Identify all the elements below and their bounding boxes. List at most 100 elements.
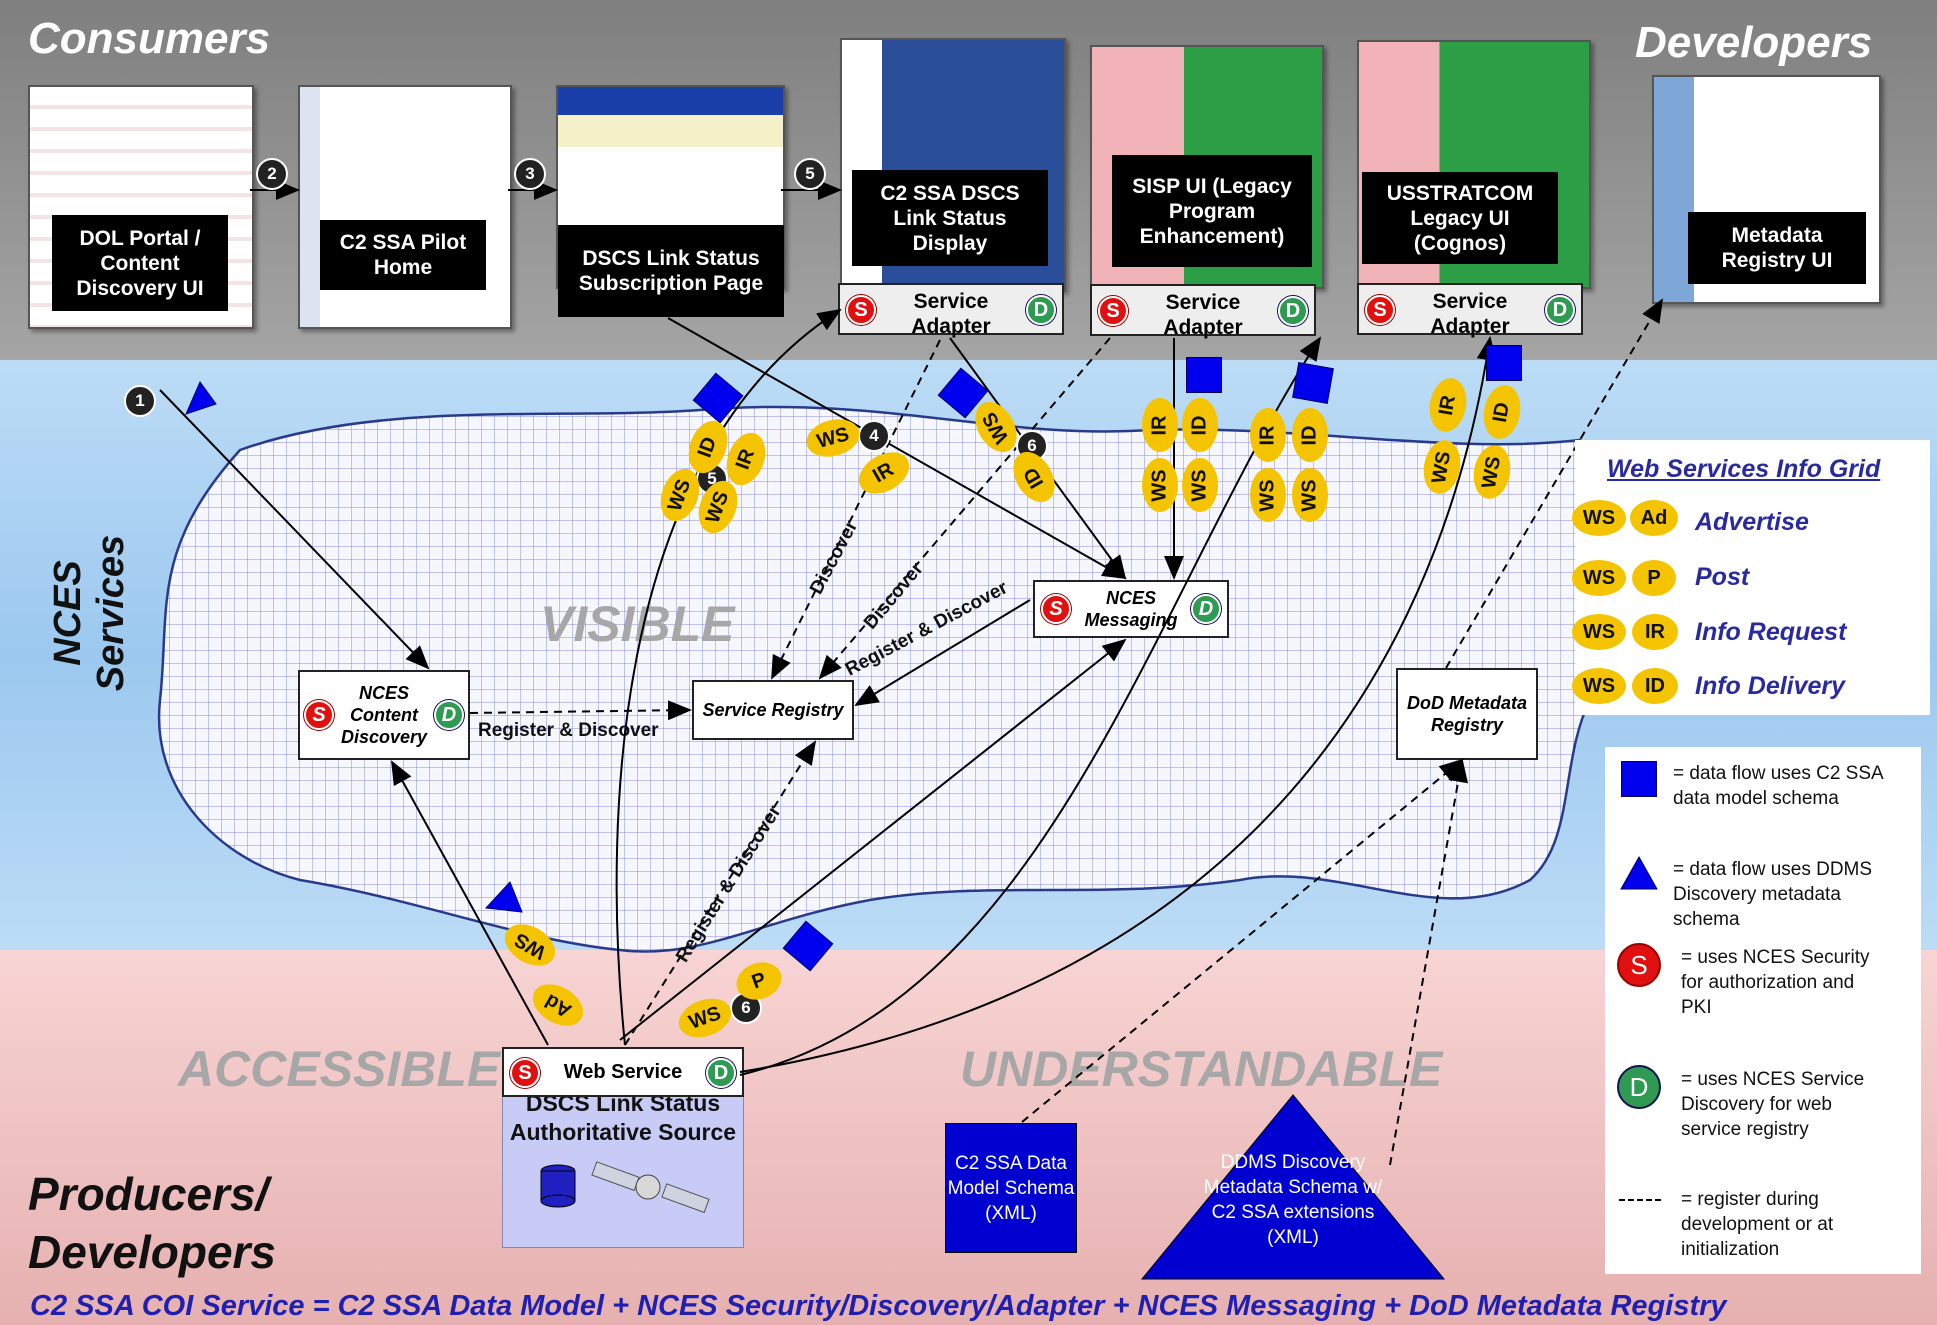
ir-token: IR bbox=[1250, 408, 1286, 462]
pilot-home-screenshot[interactable] bbox=[298, 85, 512, 329]
dol-portal-caption: DOL Portal / Content Discovery UI bbox=[52, 215, 228, 311]
step-2-badge: 2 bbox=[256, 158, 288, 190]
security-icon: S bbox=[510, 1058, 540, 1088]
ddms-data-flow-marker bbox=[484, 881, 523, 913]
ws-token: WS bbox=[1572, 614, 1626, 650]
discovery-icon: D bbox=[1545, 295, 1575, 325]
info-delivery-label: Info Delivery bbox=[1695, 672, 1846, 700]
producers-heading-line2: Developers bbox=[28, 1226, 277, 1278]
step-1-badge: 1 bbox=[124, 385, 156, 417]
nces-content-discovery-box[interactable]: NCES Content Discovery S D bbox=[298, 670, 470, 760]
pilot-home-caption: C2 SSA Pilot Home bbox=[320, 220, 486, 290]
ws-token: WS bbox=[1250, 468, 1286, 522]
status-display-caption: C2 SSA DSCS Link Status Display bbox=[852, 170, 1048, 266]
advertise-label: Advertise bbox=[1695, 508, 1809, 536]
metadata-registry-caption: Metadata Registry UI bbox=[1688, 212, 1866, 284]
ws-token: WS bbox=[1142, 458, 1178, 512]
token-label: ID bbox=[1019, 463, 1049, 492]
visible-zone-label: VISIBLE bbox=[540, 596, 735, 652]
token-label: P bbox=[748, 967, 769, 994]
token-label: ID bbox=[693, 433, 722, 460]
producers-heading-line1: Producers/ bbox=[28, 1168, 269, 1220]
dashed-legend-icon bbox=[1619, 1199, 1661, 1201]
security-legend-icon: S bbox=[1617, 943, 1661, 987]
ws-token: WS bbox=[1292, 468, 1328, 522]
token-label: IR bbox=[1148, 415, 1171, 435]
c2ssa-data-flow-marker bbox=[1186, 357, 1222, 393]
step-3-badge: 3 bbox=[514, 158, 546, 190]
id-token: ID bbox=[1182, 398, 1218, 452]
square-legend-icon bbox=[1621, 761, 1657, 797]
c2ssa-data-model-schema[interactable]: C2 SSA Data Model Schema (XML) bbox=[945, 1123, 1077, 1253]
triangle-legend-icon bbox=[1620, 855, 1658, 890]
step-4-badge: 4 bbox=[858, 420, 890, 452]
discovery-icon: D bbox=[1191, 594, 1221, 624]
discovery-icon: D bbox=[434, 700, 464, 730]
id-token: ID bbox=[1632, 668, 1678, 704]
security-icon: S bbox=[304, 700, 334, 730]
token-label: ID bbox=[1298, 425, 1321, 445]
info-grid-legend-title: Web Services Info Grid bbox=[1607, 455, 1881, 483]
token-label: WS bbox=[814, 422, 852, 453]
token-label: IR bbox=[1434, 393, 1461, 417]
token-label: IR bbox=[731, 445, 760, 472]
ddms-schema-triangle[interactable] bbox=[1138, 1093, 1448, 1281]
developers-heading: Developers bbox=[1635, 18, 1873, 67]
nces-messaging-box[interactable]: NCES Messaging S D bbox=[1033, 580, 1229, 638]
service-adapter-sisp[interactable]: Service Adapter S D bbox=[1090, 284, 1316, 339]
sisp-caption: SISP UI (Legacy Program Enhancement) bbox=[1112, 155, 1312, 267]
web-service-label: Web Service bbox=[563, 1061, 683, 1083]
authoritative-source-panel: DSCS Link Status Authoritative Source bbox=[502, 1080, 744, 1248]
subscription-caption: DSCS Link Status Subscription Page bbox=[558, 225, 784, 317]
register-discover-label: Register & Discover bbox=[478, 720, 659, 741]
nces-services-heading: NCES Services bbox=[47, 534, 132, 692]
dashed-legend-text: = register during development or at init… bbox=[1681, 1189, 1834, 1260]
messaging-label: NCES Messaging bbox=[1084, 588, 1178, 630]
token-label: WS bbox=[1298, 478, 1321, 512]
security-legend-text: = uses NCES Security for authorization a… bbox=[1681, 947, 1870, 1018]
security-icon: S bbox=[1098, 296, 1128, 326]
token-label: P bbox=[1647, 566, 1661, 589]
adapter-label: Service Adapter bbox=[1163, 291, 1243, 339]
c2ssa-data-flow-marker bbox=[1486, 345, 1522, 381]
token-label: WS bbox=[1477, 454, 1506, 490]
c2ssa-data-flow-marker bbox=[1292, 362, 1334, 404]
service-registry-box[interactable]: Service Registry bbox=[692, 680, 854, 740]
token-label: Ad bbox=[540, 989, 575, 1022]
ir-token: IR bbox=[1142, 398, 1178, 452]
token-label: WS bbox=[701, 487, 734, 526]
ir-token: IR bbox=[1632, 614, 1678, 650]
token-label: ID bbox=[1645, 674, 1665, 697]
security-icon: S bbox=[1041, 594, 1071, 624]
service-adapter-usstratcom[interactable]: Service Adapter S D bbox=[1357, 283, 1583, 338]
content-discovery-label: NCES Content Discovery bbox=[340, 683, 428, 747]
triangle-legend-text: = data flow uses DDMS Discovery metadata… bbox=[1673, 859, 1873, 930]
understandable-zone-label: UNDERSTANDABLE bbox=[960, 1041, 1443, 1097]
authoritative-source-label: DSCS Link Status Authoritative Source bbox=[509, 1090, 737, 1145]
service-adapter-status-display[interactable]: Service Adapter S D bbox=[838, 283, 1064, 338]
token-label: Ad bbox=[1640, 506, 1668, 529]
token-label: WS bbox=[977, 407, 1014, 447]
security-icon: S bbox=[1365, 295, 1395, 325]
token-label: WS bbox=[1148, 468, 1171, 502]
discovery-legend-text: = uses NCES Service Discovery for web se… bbox=[1681, 1069, 1865, 1140]
step-5-badge: 5 bbox=[794, 158, 826, 190]
token-label: WS bbox=[1427, 449, 1456, 485]
web-service-box[interactable]: Web Service S D bbox=[502, 1047, 744, 1097]
id-token: ID bbox=[1292, 408, 1328, 462]
ws-token: WS bbox=[1572, 560, 1626, 596]
token-label: WS bbox=[663, 475, 696, 514]
token-label: WS bbox=[1582, 620, 1616, 643]
ws-token: WS bbox=[1572, 668, 1626, 704]
p-token: P bbox=[1632, 560, 1676, 596]
dod-metadata-registry-box[interactable]: DoD Metadata Registry bbox=[1396, 668, 1538, 760]
square-legend-text: = data flow uses C2 SSA data model schem… bbox=[1673, 763, 1883, 809]
token-label: WS bbox=[1188, 468, 1211, 502]
footer-equation: C2 SSA COI Service = C2 SSA Data Model +… bbox=[30, 1290, 1727, 1322]
token-label: WS bbox=[1582, 566, 1616, 589]
token-label: ID bbox=[1488, 400, 1515, 424]
security-icon: S bbox=[846, 295, 876, 325]
token-label: IR bbox=[869, 458, 898, 488]
ws-token: WS bbox=[1182, 458, 1218, 512]
